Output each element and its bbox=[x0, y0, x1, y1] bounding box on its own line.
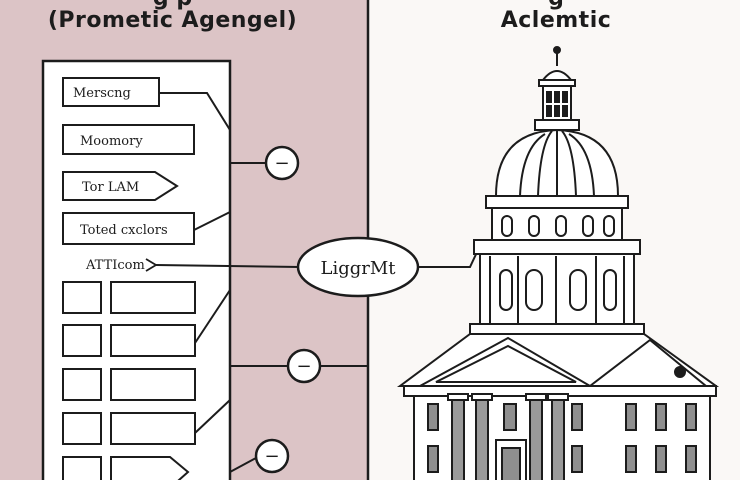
center-node-label: LiggrMt bbox=[320, 258, 396, 279]
item-label-5: ATTIcom bbox=[85, 258, 145, 273]
right-title-cropped: g bbox=[372, 0, 740, 11]
connector-line bbox=[159, 92, 231, 131]
connectors bbox=[155, 92, 479, 473]
connector-line bbox=[229, 457, 257, 473]
capitol-building-icon bbox=[396, 46, 720, 480]
connector-line bbox=[194, 289, 231, 344]
left-panel-title: (Prometic Agengel) bbox=[47, 8, 298, 33]
left-title-cropped: g p bbox=[0, 0, 345, 11]
item-label-2: Moomory bbox=[80, 134, 143, 149]
minus-icon: − bbox=[274, 153, 289, 174]
item-box-4 bbox=[62, 212, 195, 245]
grid-cell-small bbox=[62, 368, 102, 401]
grid-cell-wide bbox=[110, 412, 196, 445]
item-label-4: Toted cxclors bbox=[80, 223, 168, 238]
connector-line bbox=[417, 249, 479, 268]
grid-cell-small bbox=[62, 281, 102, 314]
connector-line bbox=[155, 264, 301, 268]
connector-node-1: − bbox=[264, 145, 300, 181]
grid-cell-wide bbox=[110, 368, 196, 401]
grid-rows bbox=[62, 281, 196, 480]
grid-cell-small bbox=[62, 412, 102, 445]
grid-cell-wide bbox=[110, 281, 196, 314]
grid-cell-arrow bbox=[110, 456, 190, 480]
item-label-3: Tor LAM bbox=[82, 180, 139, 195]
connector-node-2: − bbox=[286, 348, 322, 384]
item-box-3 bbox=[62, 171, 179, 201]
item-box-2 bbox=[62, 124, 195, 155]
connector-line bbox=[194, 399, 231, 434]
grid-cell-small bbox=[62, 324, 102, 357]
minus-icon: − bbox=[296, 356, 311, 377]
grid-cell-small bbox=[62, 456, 102, 480]
center-node bbox=[296, 236, 420, 298]
connector-line bbox=[193, 211, 231, 231]
right-panel-title: Aclemtic bbox=[500, 8, 612, 33]
item-box-1 bbox=[62, 77, 160, 107]
minus-icon: − bbox=[264, 446, 279, 467]
connector-node-3: − bbox=[254, 438, 290, 474]
item-label-1: Merscng bbox=[73, 86, 131, 101]
grid-cell-wide bbox=[110, 324, 196, 357]
